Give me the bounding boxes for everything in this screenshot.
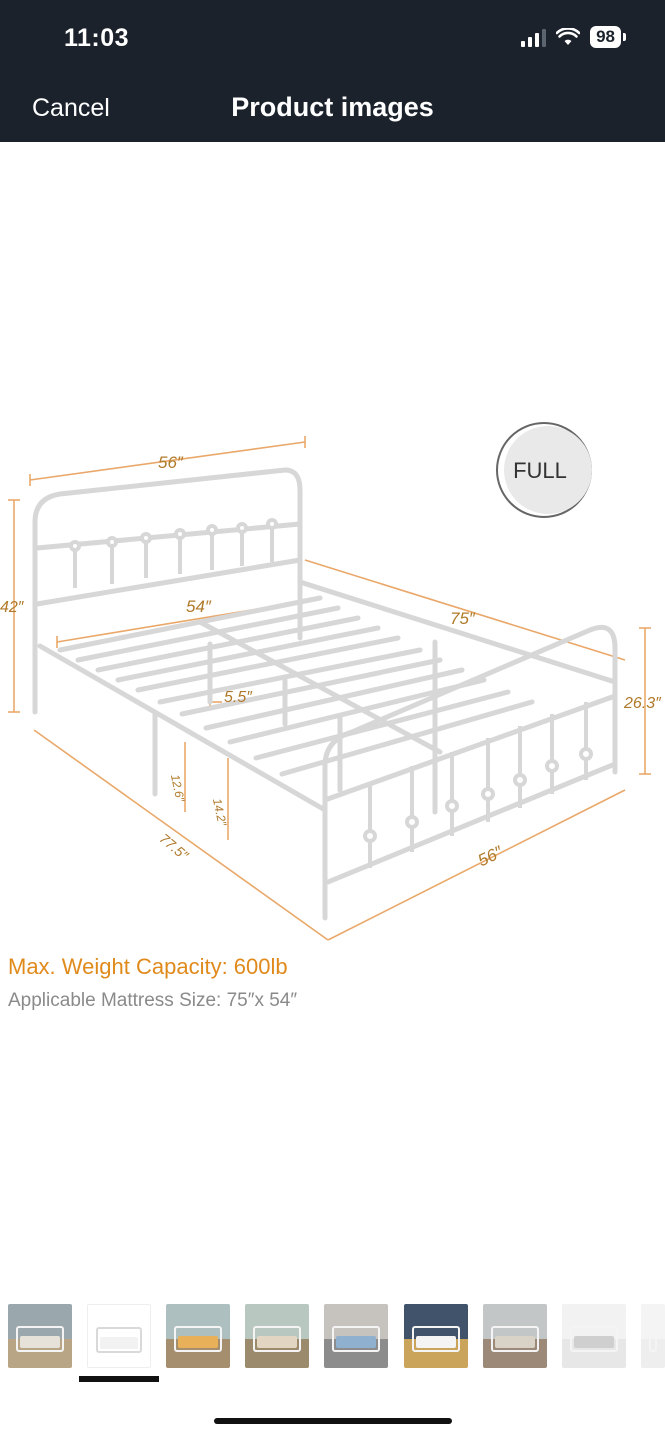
thumbnail-3[interactable]: [166, 1304, 230, 1368]
thumbnail-bedding: [495, 1336, 535, 1348]
thumbnail-bed-shape: [96, 1327, 142, 1353]
selected-thumbnail-indicator: [79, 1376, 159, 1382]
thumbnail-background: [245, 1304, 309, 1340]
mattress-size-caption: Applicable Mattress Size: 75″x 54″: [8, 990, 298, 1011]
thumbnail-bed-shape: [412, 1326, 460, 1352]
dim-length: 75″: [450, 609, 476, 628]
thumbnail-background: [404, 1304, 468, 1340]
dim-footboard-width: 56″: [475, 842, 507, 870]
dim-slat-gap: 5.5″: [224, 689, 253, 706]
thumbnail-8[interactable]: [562, 1304, 626, 1368]
status-icons: 98: [521, 26, 626, 48]
dim-footboard-height: 26.3″: [623, 695, 662, 712]
dim-inner-width: 54″: [186, 597, 212, 616]
thumbnail-background: [562, 1304, 626, 1340]
product-image-viewer[interactable]: FULL 56″ 42″ 54″ 75″ 26.3″ 5.5″ 12.6″ 14…: [0, 142, 665, 1262]
size-badge-label: FULL: [513, 458, 567, 483]
dim-clearance-low: 12.6″: [168, 773, 188, 804]
thumbnail-strip[interactable]: [0, 1300, 665, 1390]
dim-headboard-width: 56″: [158, 453, 184, 472]
thumbnail-background: [166, 1304, 230, 1340]
thumbnail-5[interactable]: [324, 1304, 388, 1368]
battery-indicator: 98: [590, 26, 626, 48]
thumbnail-background: [641, 1304, 665, 1340]
thumbnail-background: [8, 1304, 72, 1340]
thumbnail-bedding: [574, 1336, 614, 1348]
thumbnail-background: [88, 1305, 150, 1340]
page-title: Product images: [231, 92, 434, 122]
thumbnail-bedding: [20, 1336, 60, 1348]
thumbnail-bedding: [416, 1336, 456, 1348]
top-bar: 11:03 98 Cancel Product images: [0, 0, 665, 142]
thumbnail-6[interactable]: [404, 1304, 468, 1368]
thumbnail-bedding: [336, 1336, 376, 1348]
thumbnail-bed-shape: [332, 1326, 380, 1352]
thumbnail-bedding: [257, 1336, 297, 1348]
wifi-icon: [556, 28, 581, 45]
thumbnail-bed-shape: [16, 1326, 64, 1352]
thumbnail-9[interactable]: [641, 1304, 665, 1368]
thumbnail-1[interactable]: [8, 1304, 72, 1368]
bed-frame-dimension-diagram: FULL 56″ 42″ 54″ 75″ 26.3″ 5.5″ 12.6″ 14…: [0, 422, 662, 941]
dim-clearance-high: 14.2″: [210, 797, 230, 828]
dim-headboard-height: 42″: [0, 599, 25, 616]
thumbnail-background: [483, 1304, 547, 1340]
thumbnail-bed-shape: [570, 1326, 618, 1352]
thumbnail-floor: [641, 1339, 665, 1368]
thumbnail-bed-shape: [491, 1326, 539, 1352]
weight-capacity-caption: Max. Weight Capacity: 600lb: [8, 954, 288, 979]
thumbnail-bedding: [100, 1337, 138, 1349]
home-indicator[interactable]: [214, 1418, 452, 1424]
status-time: 11:03: [64, 24, 130, 52]
cellular-signal-icon: [521, 27, 547, 47]
thumbnail-bed-shape: [253, 1326, 301, 1352]
thumbnail-7[interactable]: [483, 1304, 547, 1368]
thumbnail-bedding: [178, 1336, 218, 1348]
cancel-button[interactable]: Cancel: [32, 94, 110, 122]
thumbnail-2[interactable]: [87, 1304, 151, 1368]
size-badge: FULL: [496, 422, 592, 518]
thumbnail-background: [324, 1304, 388, 1340]
thumbnail-bed-shape: [649, 1326, 657, 1352]
thumbnail-bed-shape: [174, 1326, 222, 1352]
dim-overall-length: 77.5″: [157, 830, 193, 864]
thumbnail-4[interactable]: [245, 1304, 309, 1368]
